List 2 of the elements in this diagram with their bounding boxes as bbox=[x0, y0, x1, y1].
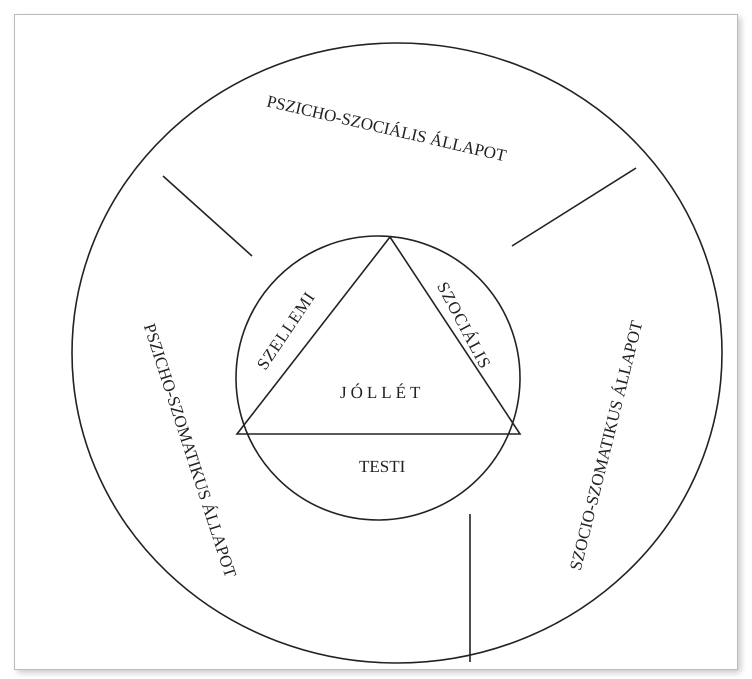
center-label: JÓLLÉT bbox=[340, 384, 424, 400]
segment-label: TESTI bbox=[359, 458, 406, 474]
